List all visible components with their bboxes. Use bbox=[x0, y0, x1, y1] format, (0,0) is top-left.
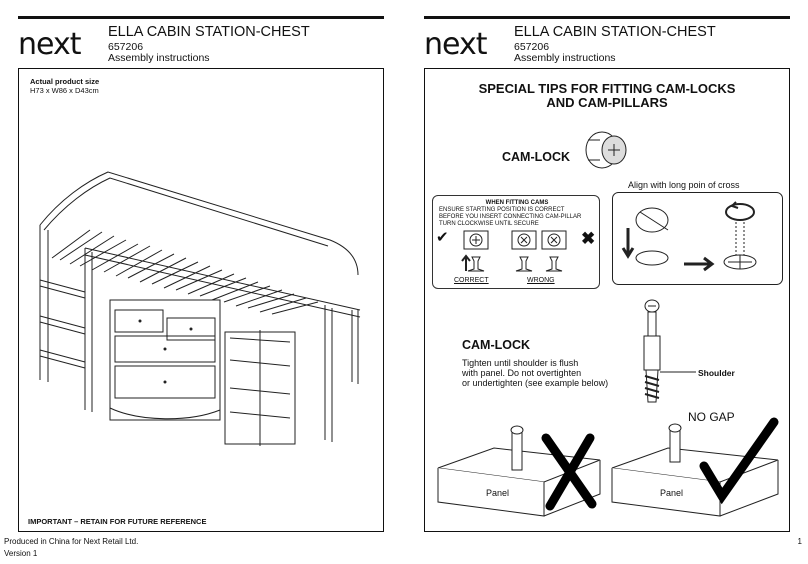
rotate-icon bbox=[725, 201, 755, 221]
cover-page: next ELLA CABIN STATION-CHEST 657206 Ass… bbox=[18, 16, 384, 532]
header-rule bbox=[18, 16, 384, 19]
footer-version: Version 1 bbox=[4, 549, 38, 558]
tips-page: next ELLA CABIN STATION-CHEST 657206 Ass… bbox=[404, 0, 808, 564]
cam-lock-label-2: CAM-LOCK bbox=[462, 338, 531, 352]
cam-lock-drawing bbox=[585, 131, 627, 169]
shoulder-label: Shoulder bbox=[698, 368, 735, 378]
cams-line: TURN CLOCKWISE UNTIL SECURE bbox=[439, 221, 539, 227]
cams-heading: WHEN FITTING CAMS bbox=[485, 200, 549, 206]
check-icon bbox=[699, 417, 779, 505]
panel-label: Panel bbox=[660, 488, 684, 498]
retain-notice: IMPORTANT – RETAIN FOR FUTURE REFERENCE bbox=[28, 517, 207, 526]
product-title: ELLA CABIN STATION-CHEST bbox=[514, 24, 716, 40]
cam-lock-label: CAM-LOCK bbox=[502, 150, 571, 164]
check-icon: ✔ bbox=[436, 229, 449, 246]
align-note: Align with long poin of cross bbox=[628, 180, 740, 190]
tighten-instruction: or undertighten (see example below) bbox=[462, 378, 609, 388]
alignment-diagram bbox=[612, 192, 783, 285]
panel-label: Panel bbox=[486, 488, 510, 498]
tips-title: SPECIAL TIPS FOR FITTING CAM-LOCKS bbox=[478, 81, 736, 96]
tighten-instruction: Tighten until shoulder is flush bbox=[462, 358, 579, 368]
arrow-right-icon bbox=[684, 256, 715, 272]
product-title: ELLA CABIN STATION-CHEST bbox=[108, 24, 310, 40]
panel-correct-example bbox=[611, 417, 779, 517]
cams-instruction-box: WHEN FITTING CAMS ENSURE STARTING POSITI… bbox=[432, 195, 600, 289]
cross-icon bbox=[541, 433, 597, 511]
product-code: 657206 bbox=[514, 41, 550, 53]
product-code: 657206 bbox=[108, 41, 144, 53]
arrow-down-icon bbox=[621, 228, 635, 259]
product-illustration bbox=[39, 171, 361, 446]
document-kind: Assembly instructions bbox=[108, 52, 210, 64]
size-value: H73 x W86 x D43cm bbox=[30, 86, 99, 95]
document-kind: Assembly instructions bbox=[514, 52, 616, 64]
cam-bolt-drawing bbox=[643, 299, 696, 403]
illustration-frame bbox=[18, 68, 384, 532]
cams-line: BEFORE YOU INSERT CONNECTING CAM-PILLAR bbox=[439, 214, 582, 220]
cam-orientation-diagram bbox=[461, 230, 567, 272]
brand-logo: next bbox=[424, 27, 487, 62]
no-gap-label: NO GAP bbox=[688, 410, 735, 424]
wrong-label: WRONG bbox=[527, 277, 555, 284]
size-label: Actual product size bbox=[30, 77, 100, 86]
arrow-up-icon bbox=[461, 254, 471, 271]
panel-wrong-example bbox=[437, 425, 601, 517]
brand-logo: next bbox=[18, 27, 81, 62]
cams-line: ENSURE STARTING POSITION IS CORRECT bbox=[439, 207, 565, 213]
cross-icon: ✖ bbox=[581, 229, 596, 248]
tips-frame bbox=[424, 68, 790, 532]
footer-producer: Produced in China for Next Retail Ltd. bbox=[4, 537, 139, 546]
header-rule bbox=[424, 16, 790, 19]
tips-title-line2: AND CAM-PILLARS bbox=[546, 95, 668, 110]
tighten-instruction: with panel. Do not overtighten bbox=[462, 368, 582, 378]
page-number: 1 bbox=[797, 537, 802, 546]
correct-label: CORRECT bbox=[454, 277, 489, 284]
